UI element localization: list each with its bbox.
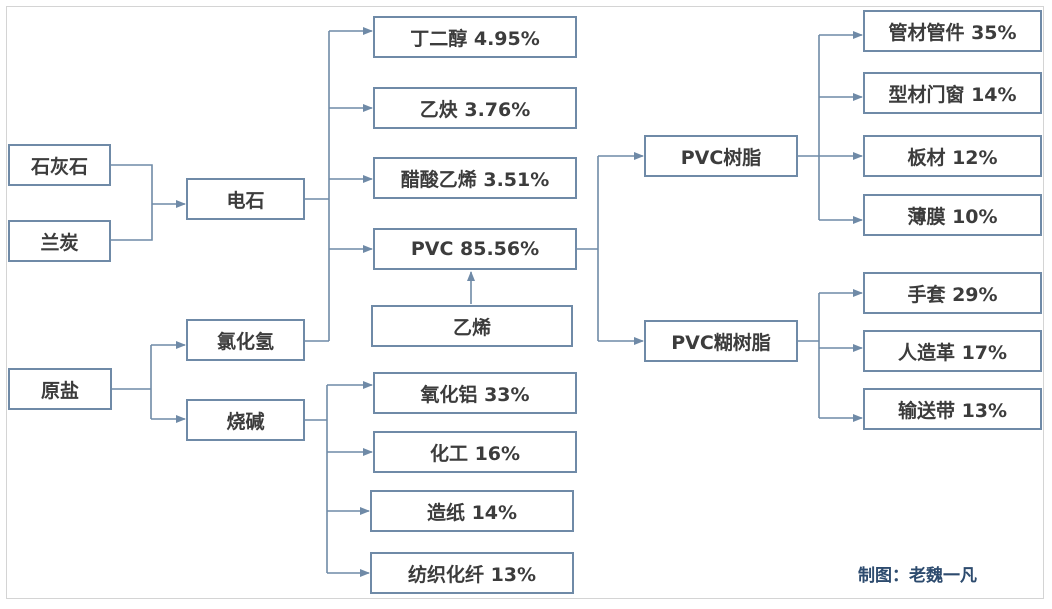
node-profiles: 型材门窗 14%	[863, 72, 1042, 114]
node-pvc: PVC 85.56%	[373, 228, 577, 270]
node-textile: 纺织化纤 13%	[370, 552, 574, 594]
node-ethylene: 乙烯	[371, 305, 573, 347]
link-limestone	[110, 164, 153, 204]
chart-credit: 制图：老魏一凡	[858, 566, 977, 586]
node-coke: 兰炭	[8, 220, 111, 262]
node-sheets: 板材 12%	[863, 135, 1042, 177]
diagram-frame	[6, 6, 1044, 599]
node-hcl: 氯化氢	[186, 319, 305, 361]
node-belts: 输送带 13%	[863, 388, 1042, 430]
node-films: 薄膜 10%	[863, 194, 1042, 236]
link-coke	[110, 204, 153, 241]
node-pvc-paste-resin: PVC糊树脂	[644, 320, 798, 362]
node-salt: 原盐	[8, 368, 112, 410]
node-pvc-resin: PVC树脂	[644, 135, 798, 177]
node-pipes: 管材管件 35%	[863, 10, 1042, 52]
node-calcium-carbide: 电石	[186, 178, 305, 220]
node-gloves: 手套 29%	[863, 272, 1042, 314]
node-butanediol: 丁二醇 4.95%	[373, 16, 577, 58]
node-vinyl-acetate: 醋酸乙烯 3.51%	[373, 157, 577, 199]
node-acetylene: 乙炔 3.76%	[373, 87, 577, 129]
node-papermaking: 造纸 14%	[370, 490, 574, 532]
node-limestone: 石灰石	[8, 144, 111, 186]
node-chemical: 化工 16%	[373, 431, 577, 473]
node-alumina: 氧化铝 33%	[373, 372, 577, 414]
node-leather: 人造革 17%	[863, 330, 1042, 372]
node-caustic-soda: 烧碱	[186, 399, 305, 441]
